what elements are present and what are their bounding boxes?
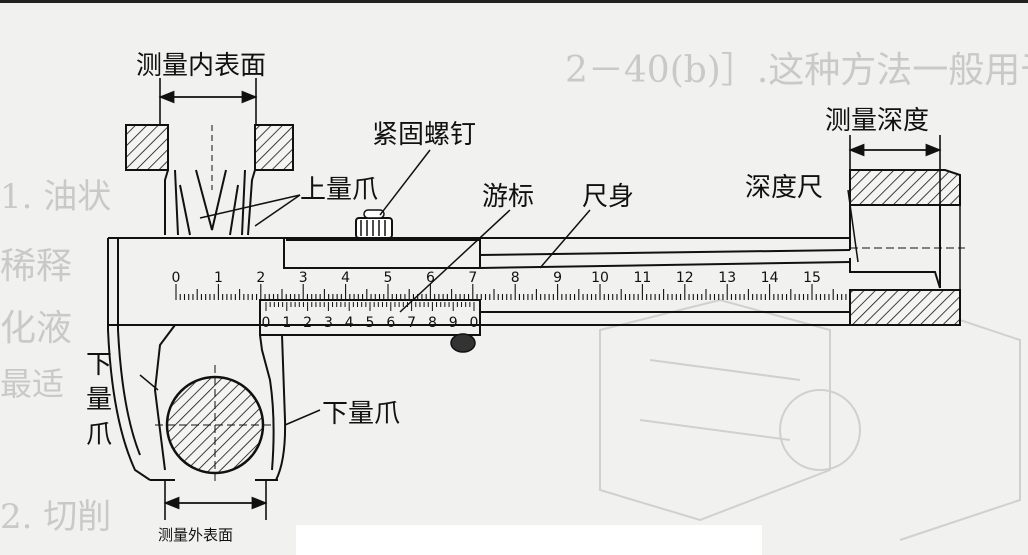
vernier-scale-number: 8 xyxy=(428,315,437,331)
label-lower-jaw-right: 下量爪 xyxy=(322,399,400,429)
background-ghost-drawing xyxy=(599,298,1021,541)
label-depth-rod: 深度尺 xyxy=(745,173,823,203)
ghost-line-4: 化液 xyxy=(0,308,72,349)
top-border xyxy=(0,0,1028,3)
vernier-scale-number: 7 xyxy=(407,315,416,331)
label-vernier: 游标 xyxy=(482,182,534,212)
label-depth-measure: 测量深度 xyxy=(825,106,929,136)
main-scale-number: 7 xyxy=(468,270,477,286)
main-scale-number: 15 xyxy=(803,270,821,286)
vernier-scale-number: 2 xyxy=(303,315,312,331)
ghost-line-2: 1. 油状 xyxy=(0,177,111,217)
upper-jaw-sections xyxy=(125,124,294,171)
vernier-scale-number: 1 xyxy=(282,315,291,331)
dimension-lines xyxy=(158,78,942,520)
main-scale-number: 13 xyxy=(718,270,736,286)
main-scale-number: 1 xyxy=(214,270,223,286)
main-scale-number: 9 xyxy=(553,270,562,286)
main-scale-number: 4 xyxy=(341,270,350,286)
vernier-scale-number: 3 xyxy=(324,315,333,331)
main-scale-number: 2 xyxy=(256,270,265,286)
vernier-scale-number: 4 xyxy=(345,315,354,331)
label-outer-surface: 测量外表面 xyxy=(158,526,233,544)
vernier-scale-number: 9 xyxy=(449,315,458,331)
vernier-scale-number: 0 xyxy=(262,315,271,331)
label-main-scale: 尺身 xyxy=(582,182,634,212)
label-set-screw: 紧固螺钉 xyxy=(372,120,476,150)
main-scale-number: 10 xyxy=(591,270,609,286)
depth-rod xyxy=(849,205,941,289)
blank-box xyxy=(296,525,762,555)
main-scale-number: 6 xyxy=(426,270,435,286)
main-scale-number: 12 xyxy=(676,270,694,286)
vernier-scale-ticks xyxy=(265,302,475,311)
upper-jaw-body xyxy=(164,125,256,236)
thumb-wheel xyxy=(450,333,476,353)
leader-lines xyxy=(139,149,859,426)
main-scale-number: 3 xyxy=(299,270,308,286)
lower-jaws xyxy=(107,290,287,481)
label-inner-surface: 测量内表面 xyxy=(136,51,266,81)
round-workpiece xyxy=(155,365,275,485)
set-screw xyxy=(355,209,393,239)
ghost-line-5: 最适 xyxy=(0,365,64,403)
main-scale-number: 14 xyxy=(761,270,779,286)
vernier-scale-number: 6 xyxy=(386,315,395,331)
main-scale-number: 8 xyxy=(511,270,520,286)
main-scale-number: 11 xyxy=(633,270,651,286)
label-lower-jaw-left-3: 爪 xyxy=(86,420,112,450)
vernier-scale-number: 0 xyxy=(470,315,479,331)
depth-part xyxy=(849,169,961,326)
label-lower-jaw-left-1: 下 xyxy=(86,350,112,380)
ghost-line-3: 稀释 xyxy=(0,246,72,287)
label-upper-jaw: 上量爪 xyxy=(300,175,378,205)
vernier-scale-number: 5 xyxy=(366,315,375,331)
main-scale-number: 0 xyxy=(172,270,181,286)
ghost-line-6: 2. 切削 xyxy=(0,497,111,537)
main-scale-number: 5 xyxy=(384,270,393,286)
main-scale-ticks xyxy=(175,284,847,300)
label-lower-jaw-left-2: 量 xyxy=(86,385,112,415)
background-ghost-text: 2－40(b)］.这种方法一般用于非封闭 1. 油状 稀释 化液 最适 2. 切… xyxy=(0,50,1028,537)
vernier-slider xyxy=(259,238,481,336)
ghost-line-1: 2－40(b)］.这种方法一般用于非封闭 xyxy=(565,50,1028,91)
